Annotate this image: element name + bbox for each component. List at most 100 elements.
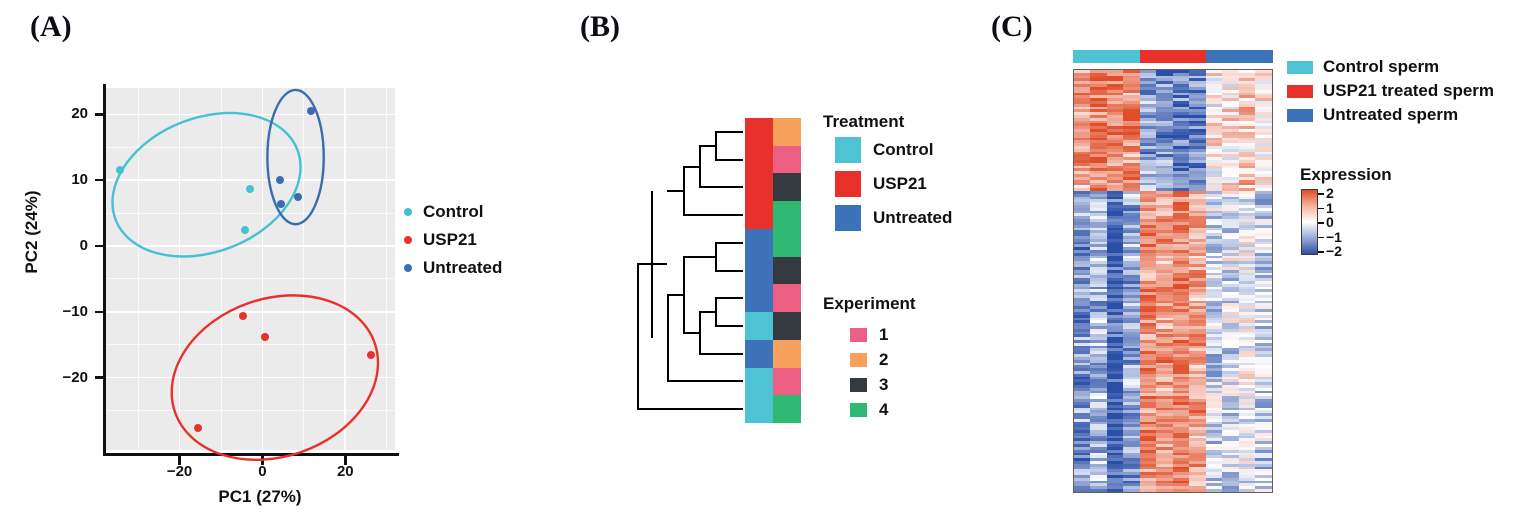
- heatmap-cell: [1156, 469, 1173, 473]
- heatmap-cell: [1090, 86, 1107, 90]
- heatmap-cell: [1123, 115, 1140, 118]
- heatmap-cell: [1172, 328, 1190, 332]
- legend-dot-icon: [404, 236, 412, 244]
- heatmap-cell: [1074, 475, 1091, 478]
- heatmap-cell: [1205, 438, 1223, 442]
- heatmap-cell: [1189, 469, 1206, 473]
- heatmap-cell: [1222, 455, 1239, 459]
- heatmap-cell: [1205, 109, 1223, 113]
- heatmap-cell: [1189, 306, 1206, 310]
- heatmap-cell: [1106, 160, 1124, 163]
- heatmap-cell: [1090, 244, 1107, 248]
- heatmap-cell: [1123, 477, 1140, 481]
- heatmap-cell: [1106, 379, 1124, 383]
- heatmap-cell: [1156, 255, 1173, 259]
- heatmap-cell: [1189, 238, 1206, 242]
- heatmap-cell: [1205, 399, 1223, 402]
- heatmap-cell: [1238, 354, 1256, 357]
- heatmap-cell: [1255, 370, 1272, 374]
- heatmap-cell: [1090, 300, 1107, 304]
- heatmap-cell: [1172, 325, 1190, 329]
- heatmap-cell: [1255, 373, 1272, 377]
- heatmap-cell: [1123, 238, 1140, 242]
- heatmap-cell: [1106, 247, 1124, 250]
- heatmap-cell: [1123, 219, 1140, 222]
- heatmap-cell: [1139, 120, 1157, 124]
- heatmap-cell: [1139, 117, 1157, 121]
- heatmap-cell: [1238, 407, 1256, 411]
- heatmap-cell: [1090, 295, 1107, 298]
- heatmap-cell: [1123, 362, 1140, 366]
- heatmap-cell: [1156, 207, 1173, 211]
- heatmap-cell: [1205, 328, 1223, 332]
- heatmap-cell: [1172, 165, 1190, 169]
- heatmap-cell: [1156, 368, 1173, 371]
- heatmap-cell: [1106, 165, 1124, 169]
- heatmap-cell: [1090, 351, 1107, 355]
- heatmap-cell: [1090, 117, 1107, 121]
- heatmap-cell: [1106, 362, 1124, 366]
- heatmap-cell: [1172, 351, 1190, 355]
- heatmap-cell: [1090, 100, 1107, 104]
- heatmap-cell: [1139, 272, 1157, 276]
- y-tick-label: −20: [62, 368, 88, 386]
- heatmap-cell: [1106, 216, 1124, 220]
- heatmap-cell: [1172, 401, 1190, 405]
- heatmap-cell: [1123, 190, 1140, 194]
- heatmap-cell: [1172, 269, 1190, 273]
- heatmap-cell: [1139, 233, 1157, 236]
- experiment-cell: [773, 312, 801, 341]
- heatmap-cell: [1205, 489, 1223, 492]
- heatmap-cell: [1205, 162, 1223, 166]
- heatmap-cell: [1074, 165, 1091, 169]
- heatmap-cell: [1090, 78, 1107, 82]
- heatmap-cell: [1139, 70, 1157, 73]
- heatmap-cell: [1074, 401, 1091, 405]
- heatmap-cell: [1172, 84, 1190, 87]
- heatmap-cell: [1172, 340, 1190, 343]
- heatmap-cell: [1172, 486, 1190, 490]
- heatmap-column: [1090, 70, 1107, 492]
- heatmap-cell: [1123, 385, 1140, 388]
- heatmap-cell: [1123, 410, 1140, 414]
- legend-label: Untreated: [873, 208, 953, 227]
- heatmap-cell: [1106, 230, 1124, 234]
- heatmap-cell: [1074, 81, 1091, 85]
- colorbar-tick: [1318, 222, 1324, 224]
- heatmap-cell: [1090, 455, 1107, 459]
- panel-a-label: (A): [30, 10, 72, 43]
- heatmap-cell: [1255, 278, 1272, 281]
- heatmap-cell: [1238, 430, 1256, 433]
- colorbar-tick-label: 1: [1326, 199, 1334, 216]
- heatmap-cell: [1222, 238, 1239, 242]
- heatmap-cell: [1189, 233, 1206, 236]
- heatmap-cell: [1156, 269, 1173, 273]
- heatmap-cell: [1074, 162, 1091, 166]
- heatmap-cell: [1222, 182, 1239, 186]
- heatmap-cell: [1106, 89, 1124, 93]
- legend-label: 3: [879, 375, 889, 394]
- heatmap-cell: [1172, 70, 1190, 73]
- heatmap-cell: [1090, 328, 1107, 332]
- heatmap-cell: [1222, 78, 1239, 82]
- heatmap-cell: [1074, 72, 1091, 76]
- heatmap-cell: [1123, 241, 1140, 245]
- heatmap-cell: [1123, 438, 1140, 442]
- heatmap-cell: [1172, 441, 1190, 445]
- heatmap-cell: [1172, 489, 1190, 492]
- treatment-cell: [745, 228, 773, 258]
- heatmap-cell: [1123, 455, 1140, 459]
- heatmap-cell: [1172, 432, 1190, 436]
- heatmap-cell: [1106, 348, 1124, 352]
- heatmap-cell: [1189, 430, 1206, 433]
- heatmap-cell: [1205, 123, 1223, 127]
- heatmap-cell: [1238, 241, 1256, 245]
- legend-swatch-icon: [1287, 60, 1313, 74]
- heatmap-cell: [1139, 424, 1157, 428]
- heatmap-cell: [1156, 140, 1173, 144]
- heatmap-cell: [1222, 407, 1239, 411]
- heatmap-cell: [1205, 342, 1223, 346]
- heatmap-cell: [1255, 140, 1272, 144]
